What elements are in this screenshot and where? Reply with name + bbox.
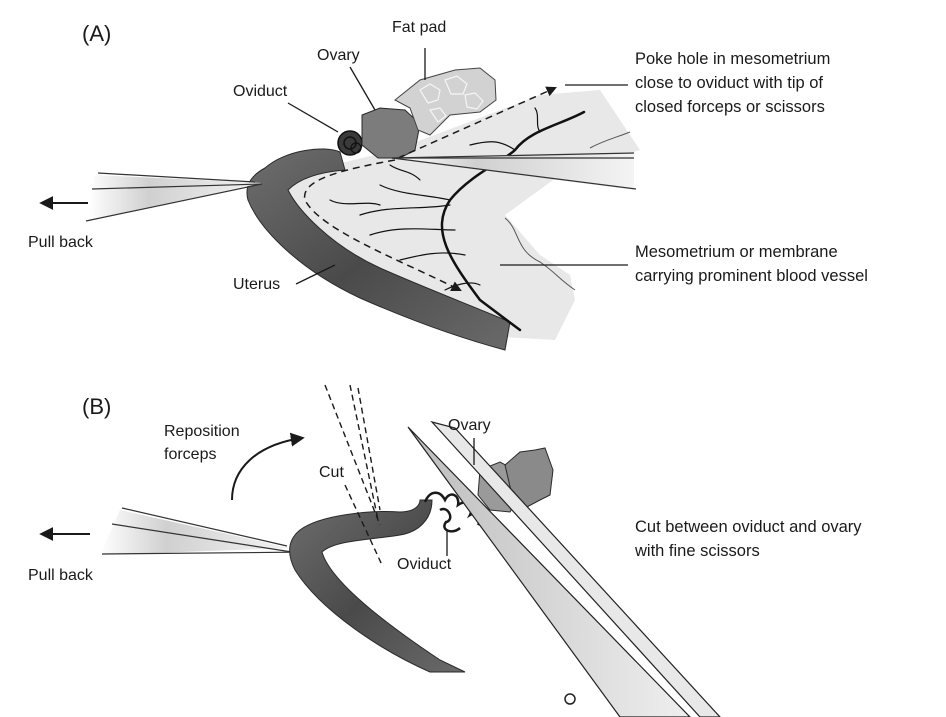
instrument-a: [391, 152, 637, 190]
label-ovary-a: Ovary: [317, 47, 360, 64]
membrane-edge: [589, 131, 631, 149]
reposition-arrow: [231, 432, 305, 501]
panel-b-illustration: [39, 384, 721, 717]
label-cut: Cut: [319, 464, 344, 481]
forceps-b: [100, 507, 313, 555]
dashed-path-loop: [303, 159, 462, 291]
instruction-line: close to oviduct with tip of: [635, 74, 824, 92]
instruction-line: Cut between oviduct and ovary: [635, 518, 862, 536]
ovary-a: [361, 107, 421, 159]
label-oviduct-b: Oviduct: [397, 556, 452, 573]
instruction-line: Mesometrium or membrane: [635, 243, 838, 261]
scissors: [407, 420, 721, 717]
instruction-cut-between: Cut between oviduct and ovary with fine …: [635, 515, 862, 563]
leader-lines-b: [446, 438, 475, 556]
instruction-line: Poke hole in mesometrium: [635, 50, 831, 68]
label-pull-back-b: Pull back: [28, 567, 93, 584]
instruction-mesometrium: Mesometrium or membrane carrying promine…: [635, 240, 868, 288]
instruction-poke-hole: Poke hole in mesometrium close to oviduc…: [635, 47, 830, 119]
label-oviduct-a: Oviduct: [233, 83, 288, 100]
label-pull-back-a: Pull back: [28, 234, 93, 251]
instruction-line: carrying prominent blood vessel: [635, 267, 868, 285]
label-fat-pad: Fat pad: [392, 19, 447, 36]
forceps-a: [85, 172, 263, 222]
membrane-edge: [504, 217, 576, 291]
panel-a-illustration: [39, 48, 640, 351]
fat-pad-a: [394, 67, 497, 136]
label-reposition-forceps: Reposition forceps: [164, 423, 240, 463]
oviduct-a: [337, 130, 363, 156]
blood-vessels: [329, 107, 586, 332]
mesometrium-membrane: [275, 90, 640, 340]
scissors-pivot: [564, 693, 576, 705]
fat-pad-lobules: [419, 75, 484, 123]
instruction-line: closed forceps or scissors: [635, 98, 825, 116]
panel-a-label: (A): [82, 21, 112, 46]
uterus: [246, 148, 511, 351]
uterus-b: [289, 499, 466, 673]
dashed-path-poke: [397, 86, 557, 159]
label-uterus: Uterus: [233, 276, 281, 293]
panel-b-label: (B): [82, 394, 112, 419]
instruction-line: with fine scissors: [635, 542, 760, 560]
label-ovary-b: Ovary: [448, 417, 491, 434]
leader-lines-a: [287, 48, 628, 285]
cut-lines: [324, 384, 383, 566]
